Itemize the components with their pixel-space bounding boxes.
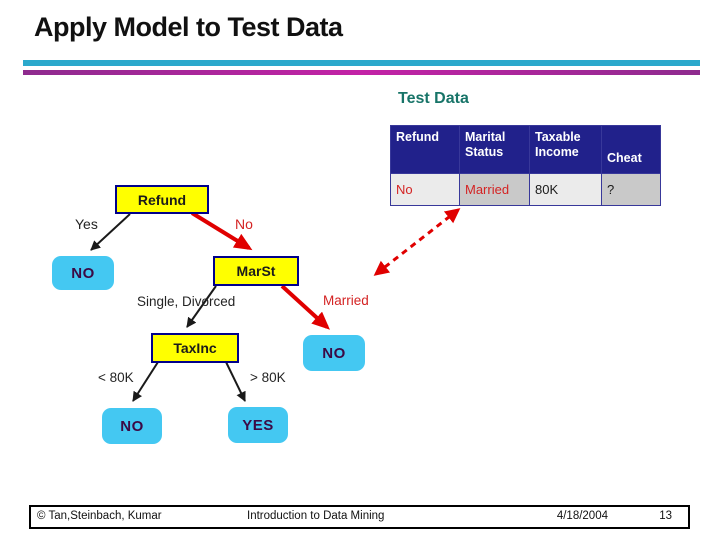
edge-label-lt-80k: < 80K (98, 370, 134, 385)
edge-marst-married (280, 284, 330, 330)
test-data-table: Refund Marital Status Taxable Income Che… (390, 125, 661, 206)
footer-copyright: © Tan,Steinbach, Kumar (37, 510, 162, 522)
tree-leaf-no-married: NO (303, 335, 365, 371)
edge-label-yes: Yes (75, 216, 98, 232)
cell-cheat-value: ? (601, 173, 661, 206)
test-data-label: Test Data (398, 90, 469, 107)
tree-leaf-no-refund-yes: NO (52, 256, 114, 290)
header-cheat: Cheat (601, 125, 661, 174)
tree-leaf-yes-gt80k: YES (228, 407, 288, 443)
header-refund: Refund (390, 125, 460, 174)
cell-refund-value: No (390, 173, 460, 206)
cell-marital-value: Married (459, 173, 530, 206)
edge-label-gt-80k: > 80K (250, 370, 286, 385)
header-marital-status: Marital Status (459, 125, 530, 174)
edge-label-no: No (235, 216, 253, 232)
footer-course-title: Introduction to Data Mining (247, 510, 385, 522)
tree-node-refund: Refund (115, 185, 209, 214)
tree-leaf-no-lt80k: NO (102, 408, 162, 444)
edge-taxinc-gt80k (225, 361, 246, 402)
slide-footer: © Tan,Steinbach, Kumar Introduction to D… (29, 505, 690, 529)
record-trace-dashed-arrow (373, 208, 461, 276)
table-header-row: Refund Marital Status Taxable Income Che… (390, 125, 661, 174)
cell-income-value: 80K (529, 173, 602, 206)
edge-label-married: Married (323, 293, 369, 308)
title-rule-teal (23, 60, 700, 66)
tree-node-marst: MarSt (213, 256, 299, 286)
slide-title: Apply Model to Test Data (34, 12, 343, 42)
tree-node-taxinc: TaxInc (151, 333, 239, 363)
header-taxable-income: Taxable Income (529, 125, 602, 174)
edge-label-single-divorced: Single, Divorced (137, 294, 236, 309)
edge-taxinc-lt80k (132, 361, 159, 402)
title-rule-magenta (23, 70, 700, 75)
table-data-row: No Married 80K ? (390, 173, 661, 206)
footer-date: 4/18/2004 (556, 510, 608, 522)
footer-page-number: 13 (659, 510, 672, 522)
